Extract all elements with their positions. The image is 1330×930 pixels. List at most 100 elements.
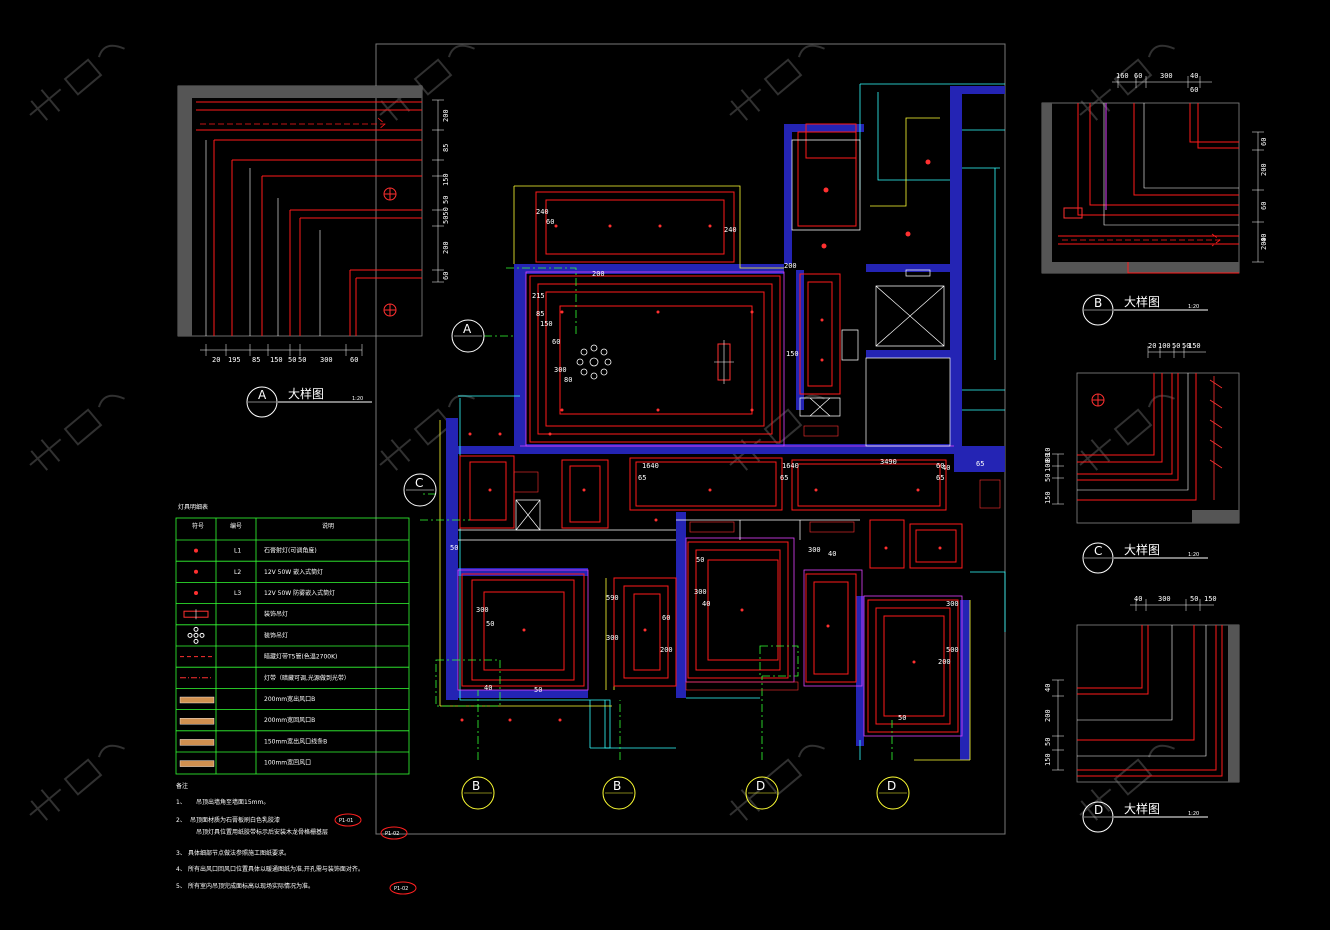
dim-label: 60 (350, 356, 358, 364)
plan-dim-label: 240 (536, 208, 549, 216)
svg-text:D: D (887, 779, 896, 793)
bar-light-symbol (714, 340, 734, 384)
plan-dim-label: 300 (476, 606, 489, 614)
legend-desc: 石膏射灯(可调角度) (264, 547, 317, 555)
section-tag-a-left: A (451, 319, 485, 353)
plan-dim-label: 60 (662, 614, 670, 622)
section-tags: A C B B D D (403, 319, 910, 810)
legend-code: L1 (234, 548, 241, 555)
legend-symbol-vent100 (179, 760, 215, 767)
plan-dim-label: 150 (786, 350, 799, 358)
dim-label: 40 (1260, 234, 1268, 242)
dim-label: 50 (1172, 342, 1180, 350)
section-tag-b-2: B (602, 776, 636, 810)
legend-table: 灯具明细表 符号 编号 说明 (175, 503, 410, 775)
detail-d (1052, 599, 1240, 783)
detail-c-label: C (1094, 544, 1102, 558)
plan-dim-label: 200 (592, 270, 605, 278)
plan-tag: P1-02 (380, 826, 408, 840)
plan-light-dots (460, 159, 942, 722)
plan-dim-label: 300 (554, 366, 567, 374)
dim-label: 60 (442, 272, 450, 280)
legend-col-desc: 说明 (322, 522, 334, 530)
plan-dim-label: 240 (724, 226, 737, 234)
legend-code: L2 (234, 569, 241, 576)
section-tag-c-left: C (403, 473, 437, 507)
detail-a-title-text: 大样图 (288, 386, 324, 401)
dim-label: 200 (1044, 709, 1052, 722)
legend-symbol-dot (194, 591, 198, 595)
plan-dim-label: 590 (606, 594, 619, 602)
dim-label: 50 (288, 356, 296, 364)
plan-white-lines (458, 139, 951, 541)
dim-label: 85 (442, 144, 450, 152)
legend-symbol-vent200 (179, 696, 215, 704)
legend-desc: 12V 50W 防雾嵌入式筒灯 (264, 589, 335, 597)
svg-text:C: C (415, 476, 423, 490)
detail-b-label: B (1094, 296, 1102, 310)
plan-dim-label: 60 (552, 338, 560, 346)
svg-text:B: B (613, 779, 621, 793)
plan-dim-label: 300 (606, 634, 619, 642)
dim-label: 160 (1116, 72, 1129, 80)
svg-text:P1-01: P1-01 (339, 818, 353, 824)
plan-dim-label: 40 (702, 600, 710, 608)
plan-dim-label: 200 (784, 262, 797, 270)
plan-dim-label: 200 (660, 646, 673, 654)
plan-dim-label: 300 (694, 588, 707, 596)
plan-dim-label: 80 (564, 376, 572, 384)
dim-label: 40 (1044, 684, 1052, 692)
dim-label: 100 (1158, 342, 1171, 350)
detail-c-scale: 1:20 (1188, 552, 1199, 558)
plan-dim-label: 215 (532, 292, 545, 300)
note-5-text: 所有室内吊顶完成面标高以现场实际情况为准。 (188, 882, 314, 890)
plan-vents (513, 425, 1001, 691)
plan-ceiling-outlines (459, 123, 963, 733)
note-4-num: 4、 (176, 866, 186, 873)
note-3-text: 具体细部节点做法参照施工图纸要求。 (188, 849, 290, 857)
dim-label: 60 (1134, 72, 1142, 80)
svg-text:P1-02: P1-02 (394, 886, 408, 892)
plan-dim-label: 60 (936, 462, 944, 470)
legend-desc: 暗藏灯带T5管(色温2700K) (264, 653, 337, 661)
plan-dim-label: 50 (486, 620, 494, 628)
dim-label: 200 (1260, 163, 1268, 176)
note-5-num: 5、 (176, 883, 186, 890)
legend-symbol-vent150 (179, 739, 215, 746)
legend-desc: 装饰吊灯 (264, 610, 288, 618)
legend-symbol-vent200b (179, 718, 215, 725)
dim-label: 20 (212, 356, 220, 364)
detail-d-label: D (1094, 803, 1103, 817)
plan-dim-label: 300 (808, 546, 821, 554)
svg-text:A: A (463, 322, 472, 336)
plan-dim-label: 40 (942, 464, 950, 472)
dim-label: 50 (1190, 595, 1198, 603)
plan-frame (375, 43, 1006, 835)
detail-b-scale: 1:20 (1188, 304, 1199, 310)
dim-label: 20 (1148, 342, 1156, 350)
note-4-text: 所有出风口回风口位置具体以暖通图纸为准,开孔需与装饰面对齐。 (188, 865, 364, 873)
plan-dim-label: 50 (450, 544, 458, 552)
detail-d-scale: 1:20 (1188, 811, 1199, 817)
section-tag-d-1: D (745, 776, 779, 810)
plan-magenta-lines (457, 271, 963, 737)
dim-label: 80 (1044, 454, 1052, 462)
plan-dim-label: 50 (898, 714, 906, 722)
notes-header: 备注 (176, 782, 188, 790)
detail-b-title-text: 大样图 (1124, 294, 1160, 309)
legend-col-code: 编号 (230, 522, 242, 530)
dim-label: 150 (1188, 342, 1201, 350)
dim-label: 150 (1044, 753, 1052, 766)
plan-walls (446, 86, 1005, 760)
legend-symbol-dot (194, 569, 198, 574)
dim-label: 50 (1044, 474, 1052, 482)
detail-b (1041, 76, 1264, 274)
dim-label: 300 (1158, 595, 1171, 603)
plan-dim-label: 200 (938, 658, 951, 666)
plan-dim-label: 40 (828, 550, 836, 558)
detail-d-title-text: 大样图 (1124, 801, 1160, 816)
plan-dim-label: 40 (484, 684, 492, 692)
